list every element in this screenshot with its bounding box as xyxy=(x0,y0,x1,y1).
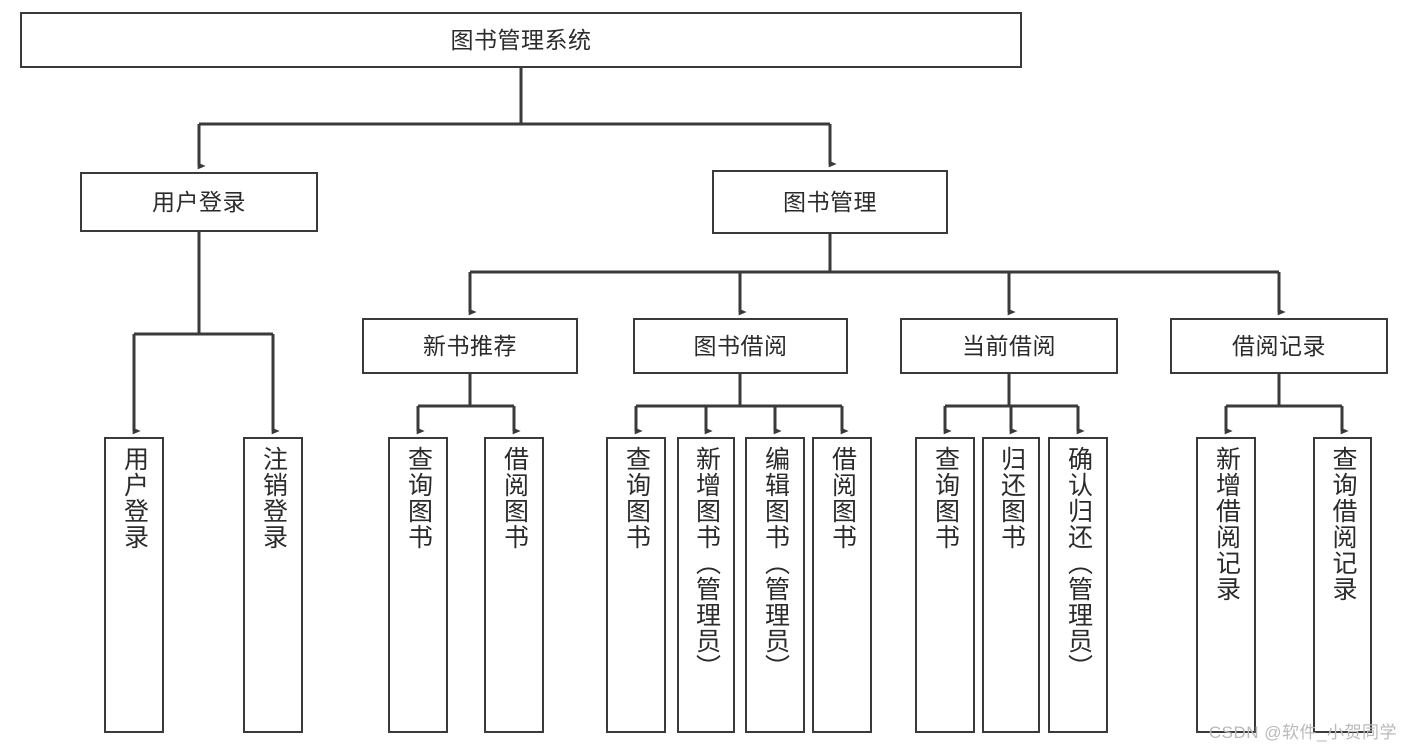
leaf-node[interactable]: 借阅图书 xyxy=(812,437,872,733)
node-new-book-recommend-label: 新书推荐 xyxy=(423,332,517,359)
leaf-node-label: 查询借阅记录 xyxy=(1329,446,1357,602)
leaf-node-label: 注销登录 xyxy=(259,446,288,550)
leaf-node-label: 查询图书 xyxy=(931,446,960,550)
node-root-label: 图书管理系统 xyxy=(450,26,592,53)
node-borrow-record-label: 借阅记录 xyxy=(1232,332,1326,359)
leaf-node[interactable]: 注销登录 xyxy=(243,437,303,733)
leaf-node[interactable]: 查询图书 xyxy=(915,437,975,733)
leaf-node-label: 用户登录 xyxy=(120,446,149,550)
node-borrow-record[interactable]: 借阅记录 xyxy=(1170,318,1388,374)
watermark: CSDN @软件_小贺同学 xyxy=(1208,723,1397,742)
node-user-login-label: 用户登录 xyxy=(152,188,246,215)
leaf-node[interactable]: 归还图书 xyxy=(982,437,1040,733)
node-new-book-recommend[interactable]: 新书推荐 xyxy=(362,318,578,374)
leaf-node-label: 借阅图书 xyxy=(828,446,857,550)
node-user-login[interactable]: 用户登录 xyxy=(80,172,318,232)
leaf-node[interactable]: 查询借阅记录 xyxy=(1313,437,1372,733)
leaf-node[interactable]: 查询图书 xyxy=(606,437,666,733)
leaf-node-label: 查询图书 xyxy=(622,446,651,550)
leaf-node-label: 归还图书 xyxy=(997,446,1026,550)
leaf-node[interactable]: 编辑图书（管理员） xyxy=(745,437,805,733)
leaf-node[interactable]: 借阅图书 xyxy=(484,437,544,733)
node-book-borrow[interactable]: 图书借阅 xyxy=(633,318,848,374)
leaf-node[interactable]: 用户登录 xyxy=(104,437,164,733)
leaf-node[interactable]: 查询图书 xyxy=(388,437,448,733)
node-current-borrow-label: 当前借阅 xyxy=(962,332,1056,359)
leaf-node-label: 确认归还（管理员） xyxy=(1064,446,1093,680)
leaf-node-label: 新增借阅记录 xyxy=(1212,446,1241,602)
leaf-node-label: 查询图书 xyxy=(404,446,433,550)
leaf-node-label: 编辑图书（管理员） xyxy=(761,446,790,680)
node-book-management[interactable]: 图书管理 xyxy=(712,170,948,234)
node-root[interactable]: 图书管理系统 xyxy=(20,12,1022,68)
node-current-borrow[interactable]: 当前借阅 xyxy=(900,318,1118,374)
leaf-node-label: 新增图书（管理员） xyxy=(692,446,721,680)
leaf-node[interactable]: 确认归还（管理员） xyxy=(1048,437,1108,733)
leaf-node[interactable]: 新增图书（管理员） xyxy=(677,437,735,733)
node-book-borrow-label: 图书借阅 xyxy=(693,332,788,359)
leaf-node-label: 借阅图书 xyxy=(500,446,529,550)
leaf-node[interactable]: 新增借阅记录 xyxy=(1196,437,1256,733)
node-book-management-label: 图书管理 xyxy=(783,188,877,215)
